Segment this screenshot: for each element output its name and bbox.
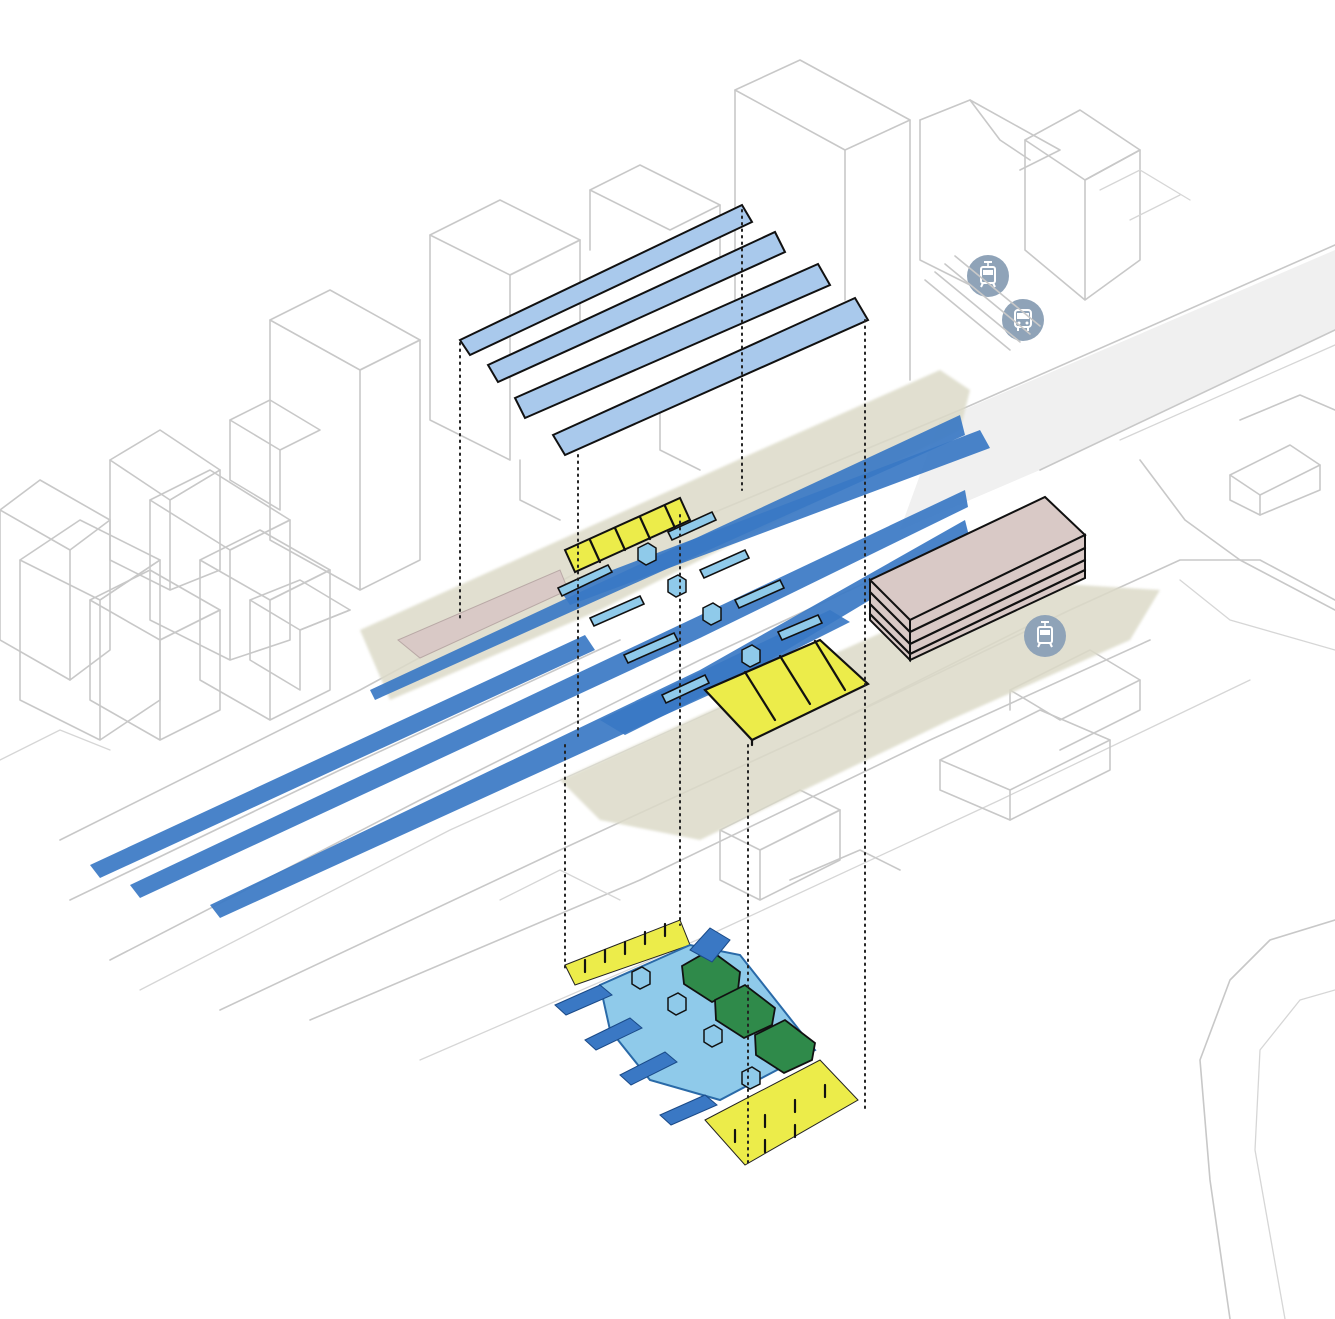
concourse-green-room bbox=[714, 983, 776, 1040]
elevator bbox=[702, 602, 722, 626]
plaza-south bbox=[703, 638, 870, 747]
projection-lines bbox=[459, 209, 866, 1166]
stair bbox=[666, 510, 718, 542]
context-buildings-rear bbox=[429, 59, 1191, 521]
transit-icons bbox=[967, 255, 1066, 657]
concourse-elevator bbox=[741, 1066, 761, 1090]
platform-canopies bbox=[458, 203, 870, 457]
platform-elevators bbox=[637, 542, 761, 668]
concourse-stair-ramp bbox=[619, 1051, 678, 1086]
context-buildings-right bbox=[499, 394, 1335, 901]
stair bbox=[556, 563, 614, 598]
stair bbox=[733, 578, 786, 610]
tram-icon bbox=[967, 255, 1009, 297]
platform-stairs bbox=[556, 510, 824, 705]
concourse-stair-ramp bbox=[584, 1017, 643, 1051]
elevator bbox=[637, 542, 657, 566]
elevator bbox=[741, 644, 761, 668]
stair bbox=[698, 548, 751, 580]
tram-icon bbox=[1024, 615, 1066, 657]
canopy-4 bbox=[551, 296, 870, 457]
stair bbox=[660, 673, 711, 705]
bollards bbox=[583, 922, 827, 1154]
concourse-level bbox=[554, 919, 859, 1166]
track-3 bbox=[210, 520, 970, 918]
context-buildings-left bbox=[0, 289, 421, 761]
concourse-elevator bbox=[667, 992, 687, 1016]
bus-icon bbox=[1002, 299, 1044, 341]
tram-tracks bbox=[924, 255, 1041, 351]
plaza-north bbox=[563, 496, 692, 574]
concourse-green-room bbox=[754, 1018, 816, 1075]
station-ground-area bbox=[360, 370, 1160, 840]
concourse-elevator bbox=[631, 966, 651, 990]
canopy-3 bbox=[513, 262, 832, 420]
concourse-stair-ramp bbox=[689, 927, 731, 963]
stair bbox=[622, 631, 680, 665]
elevator bbox=[667, 574, 687, 598]
concourse-elevator bbox=[703, 1024, 723, 1048]
canopy-1 bbox=[458, 203, 754, 357]
rail-viaduct bbox=[900, 244, 1335, 530]
concourse-stair-ramp bbox=[659, 1094, 718, 1126]
platform-2 bbox=[560, 430, 990, 605]
canopy-2 bbox=[486, 230, 787, 384]
platform-3 bbox=[600, 610, 850, 735]
concourse-stair-ramp bbox=[554, 984, 613, 1016]
parking-garage bbox=[868, 495, 1087, 663]
stair bbox=[588, 594, 646, 628]
stair bbox=[776, 613, 824, 642]
track-1 bbox=[90, 635, 595, 878]
